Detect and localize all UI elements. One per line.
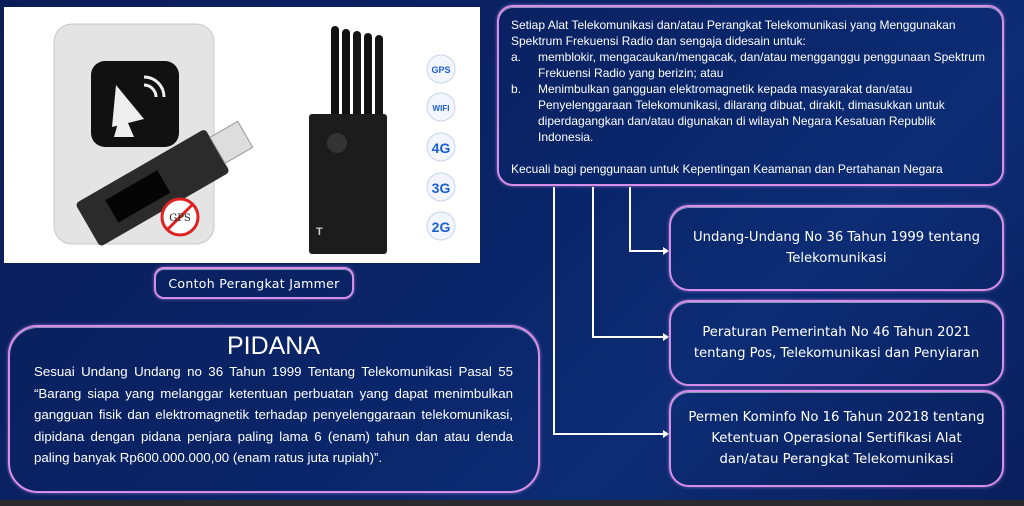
regulation-exception: Kecuali bagi penggunaan untuk Kepentinga…: [511, 162, 943, 176]
reference-permen-kominfo: Permen Kominfo No 16 Tahun 20218 tentang…: [669, 390, 1004, 487]
reference-pp-46-2021: Peraturan Pemerintah No 46 Tahun 2021 te…: [669, 300, 1004, 386]
gps-badge: GPS: [431, 65, 450, 75]
bottom-band: [0, 500, 1024, 506]
handheld-jammer: T: [309, 26, 387, 254]
3g-badge: 3G: [432, 180, 451, 196]
regulation-item: b. Menimbulkan gangguan elektromagnetik …: [511, 82, 945, 144]
svg-text:GPS: GPS: [169, 213, 191, 224]
arrow-head: [663, 430, 669, 438]
jammer-devices-illustration: GPS T GPS WIFI 4G 3G 2G: [53, 23, 456, 254]
image-caption: Contoh Perangkat Jammer: [154, 267, 354, 299]
reference-uu-36-1999: Undang-Undang No 36 Tahun 1999 tentang T…: [669, 205, 1004, 291]
arrow-head: [663, 247, 669, 255]
wifi-badge: WIFI: [433, 104, 450, 113]
frequency-badges: GPS WIFI 4G 3G 2G: [426, 54, 456, 241]
2g-badge: 2G: [432, 219, 451, 235]
jammer-image-panel: GPS T GPS WIFI 4G 3G 2G: [4, 7, 480, 263]
pidana-title: PIDANA: [226, 332, 321, 360]
regulation-box: Setiap Alat Telekomunikasi dan/atau Pera…: [497, 5, 1004, 186]
regulation-intro: Setiap Alat Telekomunikasi dan/atau Pera…: [511, 18, 956, 48]
pidana-box: PIDANA Sesuai Undang Undang no 36 Tahun …: [8, 325, 540, 493]
regulation-item: a. memblokir, mengacaukan/mengacak, dan/…: [511, 50, 985, 80]
svg-text:T: T: [316, 226, 323, 238]
arrow-head: [663, 333, 669, 341]
4g-badge: 4G: [432, 140, 451, 156]
usb-stick: [76, 120, 254, 246]
pidana-text: Sesuai Undang Undang no 36 Tahun 1999 Te…: [34, 364, 513, 465]
